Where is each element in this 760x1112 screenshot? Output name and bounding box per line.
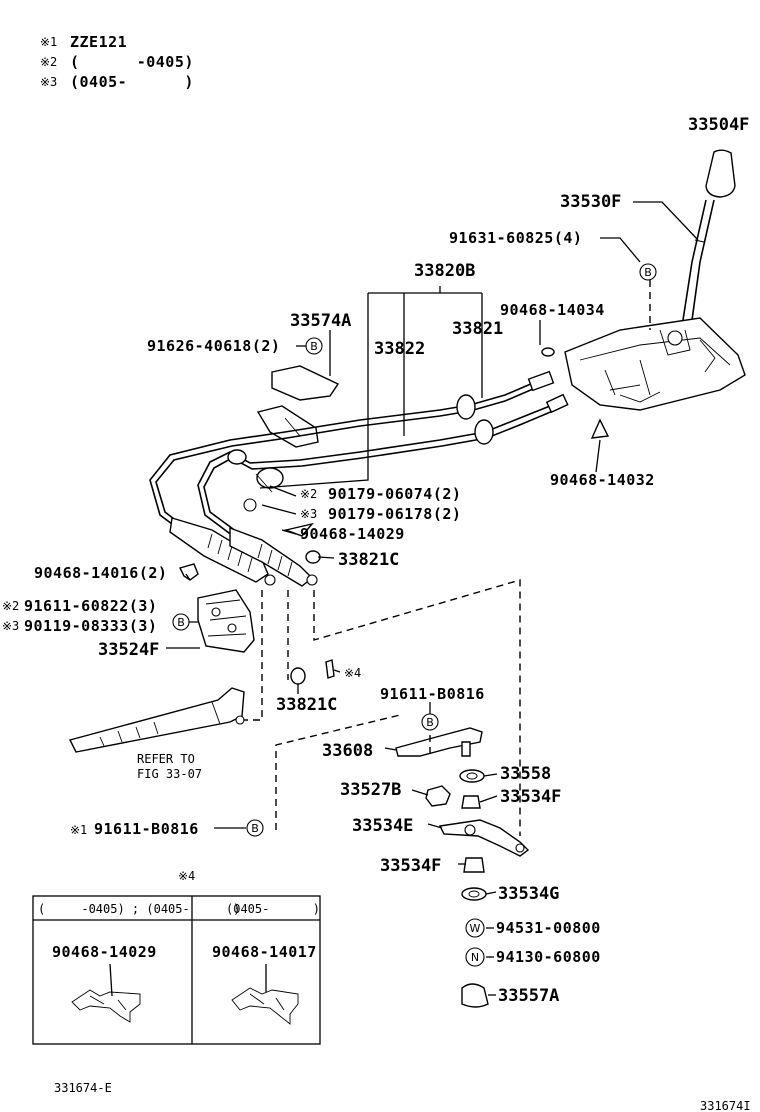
w-circle-letter: W: [470, 922, 481, 935]
mark-3-90179: ※3: [300, 507, 317, 521]
refer-line-1: REFER TO: [137, 752, 195, 766]
shift-lever-base: [564, 317, 746, 411]
mark-1-91611: ※1: [70, 823, 87, 837]
label-33557A: 33557A: [498, 986, 559, 1006]
leader-lines: [166, 201, 699, 996]
cable-grommet: [256, 405, 319, 448]
mark-2-90179: ※2: [300, 487, 317, 501]
circle-symbols: B B B B B W N: [172, 263, 657, 967]
label-91626-40618: 91626-40618(2): [147, 337, 280, 355]
label-33504F: 33504F: [688, 115, 749, 135]
label-33822: 33822: [374, 339, 425, 359]
label-33821C-top: 33821C: [338, 550, 399, 570]
table-header-2: (0405- ): [226, 902, 320, 916]
b-circle-icon: [172, 613, 190, 631]
transmission-control-cables: [149, 347, 610, 587]
footer-right-code: 331674I: [700, 1099, 751, 1112]
b-circle-letter: B: [310, 340, 318, 353]
label-33821C-bottom: 33821C: [276, 695, 337, 715]
label-33608: 33608: [322, 741, 373, 761]
shift-knob: [705, 149, 736, 198]
lever-33608: [395, 727, 483, 757]
shift-shaft: [68, 687, 245, 753]
w-circle-icon: [465, 918, 485, 938]
label-33534G: 33534G: [498, 884, 559, 904]
boot-33557A: [461, 983, 489, 1008]
note-1-text: ZZE121: [70, 33, 127, 51]
lever-33534E: [438, 819, 530, 857]
table-header-1: ( -0405) ; (0405- ): [38, 902, 240, 916]
note-1-mark: ※1: [40, 35, 57, 49]
b-circle-letter: B: [251, 822, 259, 835]
label-90468-14034: 90468-14034: [500, 301, 605, 319]
footer-left-code: 331674-E: [54, 1081, 112, 1095]
linkage-parts: [290, 659, 530, 1008]
variant-table: ※4 ( -0405) ; (0405- ) (0405- ) 90468-14…: [32, 869, 321, 1045]
label-91611-B0816-top: 91611-B0816: [380, 685, 485, 703]
label-33534F-top: 33534F: [500, 787, 561, 807]
label-91611-B0816-bottom: 91611-B0816: [94, 820, 199, 838]
n-circle-letter: N: [471, 951, 479, 964]
label-91611-60822: 91611-60822(3): [24, 597, 157, 615]
b-circle-icon: [246, 819, 264, 837]
label-33524F: 33524F: [98, 640, 159, 660]
label-33574A: 33574A: [290, 311, 351, 331]
note-3-mark: ※3: [40, 75, 57, 89]
label-33821: 33821: [452, 319, 503, 339]
b-circle-icon: [421, 713, 439, 731]
label-94531-00800: 94531-00800: [496, 919, 601, 937]
label-33534F-bottom: 33534F: [380, 856, 441, 876]
label-90179-06178: 90179-06178(2): [328, 505, 461, 523]
notes-block: ※1 ZZE121 ※2 ( -0405) ※3 (0405- ): [40, 33, 194, 91]
label-90468-14016: 90468-14016(2): [34, 564, 167, 582]
note-3-text: (0405- ): [70, 73, 194, 91]
label-33534E: 33534E: [352, 816, 413, 836]
mark-2-91611: ※2: [2, 599, 19, 613]
label-94130-60800: 94130-60800: [496, 948, 601, 966]
dashed-connections: [244, 280, 651, 836]
table-part-1: 90468-14029: [52, 943, 157, 961]
clip-drawing-2: [231, 987, 299, 1025]
label-90468-14032: 90468-14032: [550, 471, 655, 489]
mark-3-90119: ※3: [2, 619, 19, 633]
label-33820B: 33820B: [414, 261, 475, 281]
b-circle-letter: B: [426, 716, 434, 729]
mark-4-clip: ※4: [344, 666, 361, 680]
label-90119-08333: 90119-08333(3): [24, 617, 157, 635]
cable-plate-33574A: [271, 365, 340, 401]
label-33558: 33558: [500, 764, 551, 784]
note-2-mark: ※2: [40, 55, 57, 69]
label-90468-14029-top: 90468-14029: [300, 525, 405, 543]
label-33530F: 33530F: [560, 192, 621, 212]
b-circle-letter: B: [644, 266, 652, 279]
clip-drawing-1: [71, 989, 141, 1023]
refer-note: REFER TO FIG 33-07: [137, 752, 202, 781]
bracket-33524F: [197, 589, 255, 653]
note-2-text: ( -0405): [70, 53, 194, 71]
b-circle-icon: [305, 337, 323, 355]
footer: 331674-E 331674I: [54, 1081, 751, 1112]
label-91631-60825: 91631-60825(4): [449, 229, 582, 247]
label-90179-06074: 90179-06074(2): [328, 485, 461, 503]
b-circle-icon: [639, 263, 657, 281]
table-mark: ※4: [178, 869, 195, 883]
refer-line-2: FIG 33-07: [137, 767, 202, 781]
part-labels: 33504F 33530F 91631-60825(4) 33820B 3357…: [2, 115, 749, 1006]
n-circle-icon: [465, 947, 485, 967]
table-part-2: 90468-14017: [212, 943, 317, 961]
shift-lever-assembly: [564, 149, 746, 411]
label-33527B: 33527B: [340, 780, 401, 800]
b-circle-letter: B: [177, 616, 185, 629]
